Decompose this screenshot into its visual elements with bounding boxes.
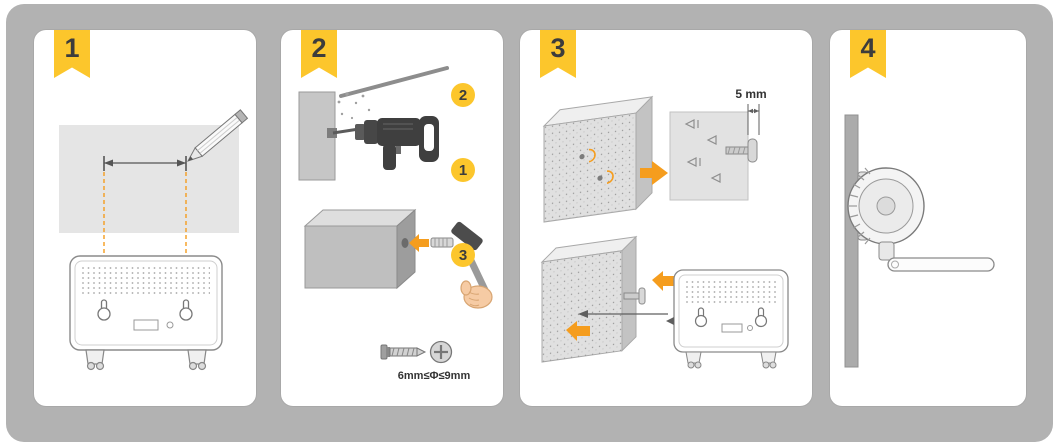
antenna [887,257,995,272]
step-number-3: 3 [550,33,566,63]
diameter-range-label: 6mm≤Φ≤9mm [397,370,471,382]
device-label [133,319,159,331]
vent-grid [684,279,778,303]
stand-feet [85,349,207,371]
substep-badge-2: 2 [451,83,475,107]
keyhole-arrow [666,317,674,325]
zoom-arrow [640,161,668,185]
step-panel-3: 3 [520,30,812,406]
wall-slab-top [542,95,654,223]
pencil-icon [186,109,249,162]
substep-badge-1: 1 [451,158,475,182]
stand-feet [685,351,777,369]
step4-illustration [844,114,995,368]
mount-direction-arrow-upper [652,271,676,291]
keyhole-slots [97,299,193,321]
router-side-view [847,167,925,261]
mounted-screw [725,138,758,163]
drill-bit [332,127,360,135]
substep-badge-3: 3 [451,243,475,267]
dimension-line [103,156,187,171]
step2-illustration [298,66,493,364]
detail-inset: 5 mm [669,87,767,201]
wall-slab-bottom [540,235,638,363]
step-number-2: 2 [311,33,327,63]
wall-side-view [844,114,859,368]
hand-icon [460,280,493,309]
vent-grid [82,266,210,294]
anchor-diameter-icon [429,340,453,364]
router-back-view [69,255,223,371]
gap-dimension-label: 5 mm [735,87,766,101]
drill-dust [337,92,371,120]
mount-direction-arrow-lower [566,321,590,341]
wall-cross-section [298,91,337,181]
power-port [747,325,753,331]
step1-illustration [59,109,249,371]
keyhole-slots [694,307,768,328]
step-panel-4: 4 [830,30,1026,406]
step-number-4: 4 [860,33,876,63]
molded-arrow-marks [684,119,721,183]
hammer-drill-icon [355,116,439,170]
slide-guide-arrow [578,310,668,318]
protruding-screw [623,287,646,305]
screw-icon [380,344,427,360]
device-label [721,323,743,333]
router-back-view [666,269,789,369]
gap-dimension [747,104,760,135]
step-panel-2: 2 2 1 3 6mm≤Φ≤9mm [281,30,503,406]
screw-marks [579,148,614,184]
step-ribbon-4: 4 [850,30,886,78]
power-port [166,321,174,329]
concrete-block [303,208,417,290]
step-ribbon-1: 1 [54,30,90,78]
step-number-1: 1 [64,33,80,63]
wall-anchor-icon [430,237,454,248]
drill-handle-rod [339,66,449,98]
side-ribs [849,167,871,245]
antenna-hinge [878,241,895,261]
insert-direction-arrow [409,234,429,252]
step-panel-1: 1 [34,30,256,406]
step3-illustration: 5 mm [540,87,789,369]
